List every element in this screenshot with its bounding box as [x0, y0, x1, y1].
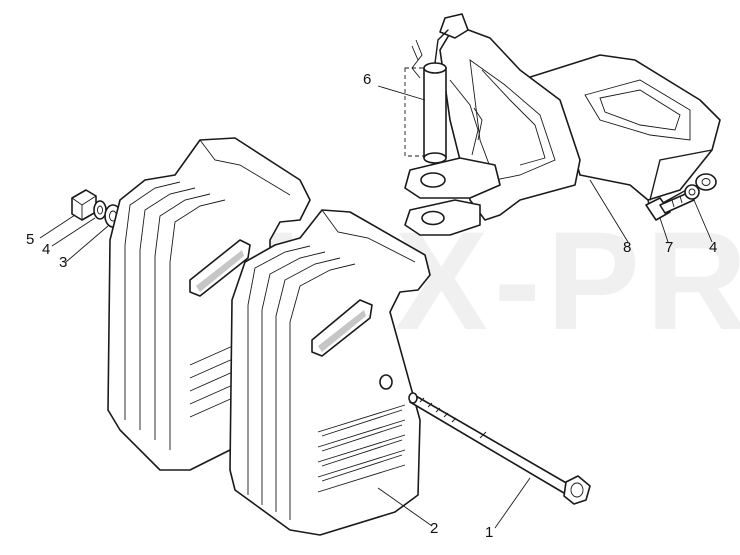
- long-tie-bolt: [408, 392, 591, 505]
- callout-4-left: 4: [42, 241, 51, 258]
- bracket-bolt: [645, 191, 695, 221]
- callout-4-right: 4: [709, 239, 718, 256]
- callout-2: 2: [430, 520, 439, 537]
- nut: [71, 189, 97, 221]
- callout-3: 3: [59, 254, 68, 271]
- callout-7: 7: [665, 239, 674, 256]
- callout-8: 8: [623, 239, 632, 256]
- callout-6: 6: [363, 71, 372, 88]
- front-weight-bracket: [404, 13, 721, 236]
- weight-stack-front: [229, 209, 431, 536]
- spring-washer: [93, 200, 107, 220]
- leader-lines: [39, 85, 713, 529]
- hitch-pin: [404, 29, 483, 164]
- callout-5: 5: [26, 231, 35, 248]
- callout-1: 1: [485, 524, 494, 541]
- bracket-washer: [684, 184, 700, 200]
